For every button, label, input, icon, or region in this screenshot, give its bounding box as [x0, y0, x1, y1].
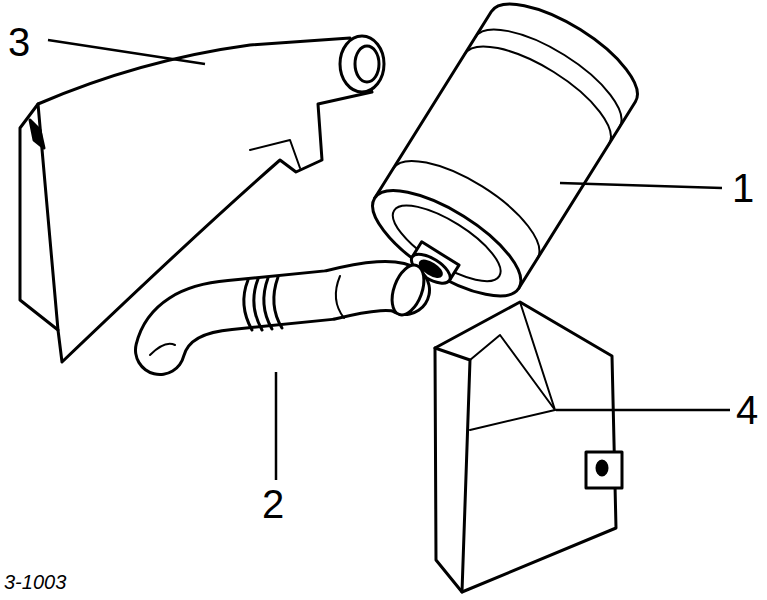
callout-number: 1: [732, 168, 754, 208]
callout-number: 4: [736, 390, 758, 430]
lower-shroud: [435, 302, 622, 592]
callout-number: 3: [8, 22, 30, 62]
tube-opening: [340, 36, 384, 92]
figure-code: 3-1003: [4, 572, 66, 592]
callout-number: 2: [262, 484, 284, 524]
intake-hose: [150, 261, 430, 355]
leader-lines: [48, 40, 730, 480]
